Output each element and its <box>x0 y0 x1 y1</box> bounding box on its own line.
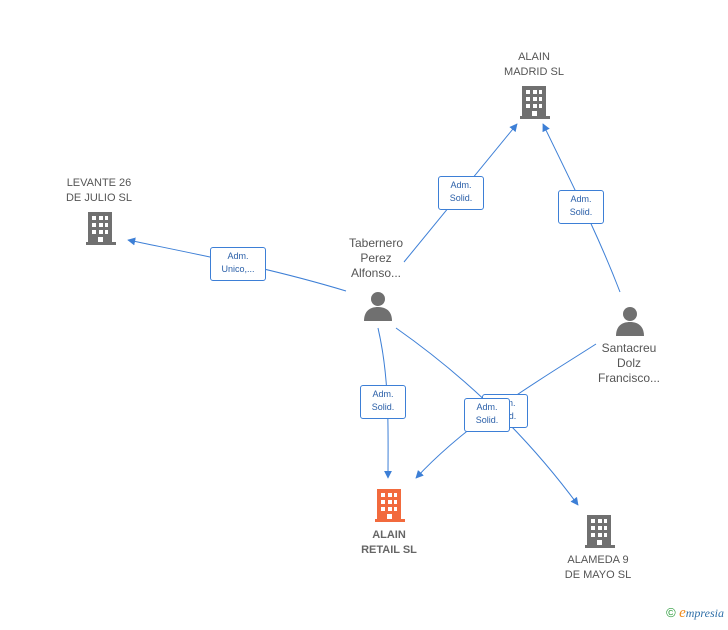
building-icon[interactable] <box>585 515 615 548</box>
label-line: MADRID SL <box>504 66 564 78</box>
label-line: ALAIN <box>372 529 406 541</box>
edge-role-detail: Solid. <box>449 193 473 203</box>
label-line: LEVANTE 26 <box>66 177 132 189</box>
edge-role-detail: Solid. <box>475 415 499 425</box>
brand-footer: © empresia <box>666 605 724 622</box>
building-icon[interactable] <box>520 86 550 119</box>
node-label-tabernero[interactable]: Tabernero Perez Alfonso... <box>349 236 403 281</box>
label-line: Tabernero <box>348 236 404 250</box>
person-icon[interactable] <box>364 292 392 321</box>
label-line: DE MAYO SL <box>564 569 632 581</box>
label-line: Dolz <box>616 356 642 370</box>
label-line: Perez <box>360 251 392 265</box>
label-line: ALAMEDA 9 <box>567 554 629 566</box>
edge-label-santacreu-madrid[interactable]: Adm. Solid. <box>558 190 604 224</box>
person-icon[interactable] <box>616 307 644 336</box>
building-icon[interactable] <box>375 489 405 522</box>
label-line: ALAIN <box>518 51 550 63</box>
edge-role-detail: Solid. <box>371 402 395 412</box>
label-line: Francisco... <box>597 371 661 385</box>
edge-label-tabernero-levante[interactable]: Adm. Unico,... <box>210 247 266 281</box>
node-label-alain-madrid[interactable]: ALAIN MADRID SL <box>504 50 564 80</box>
edge-role: Adm. <box>450 180 472 190</box>
building-icon[interactable] <box>86 212 116 245</box>
brand-logo-text: mpresia <box>685 606 724 620</box>
edge-label-tabernero-retail[interactable]: Adm. Solid. <box>360 385 406 419</box>
copyright-symbol: © <box>666 605 676 620</box>
label-line: Santacreu <box>601 341 657 355</box>
node-label-levante[interactable]: LEVANTE 26 DE JULIO SL <box>66 176 132 206</box>
label-line: RETAIL SL <box>361 544 417 556</box>
label-line: Alfonso... <box>350 266 402 280</box>
brand-logo-initial: e <box>679 605 686 621</box>
edge-role-detail: Unico,... <box>221 264 255 274</box>
edge-role: Adm. <box>476 402 498 412</box>
node-label-santacreu[interactable]: Santacreu Dolz Francisco... <box>598 341 660 386</box>
edge-role-detail: Solid. <box>569 207 593 217</box>
edge-role: Adm. <box>227 251 249 261</box>
node-label-alain-retail[interactable]: ALAIN RETAIL SL <box>361 528 417 558</box>
edge-role: Adm. <box>372 389 394 399</box>
label-line: DE JULIO SL <box>65 192 133 204</box>
node-label-alameda[interactable]: ALAMEDA 9 DE MAYO SL <box>565 553 631 583</box>
edge-label-tabernero-madrid[interactable]: Adm. Solid. <box>438 176 484 210</box>
edge-label-santacreu-retail[interactable]: Adm. Solid. <box>464 398 510 432</box>
edge-role: Adm. <box>570 194 592 204</box>
